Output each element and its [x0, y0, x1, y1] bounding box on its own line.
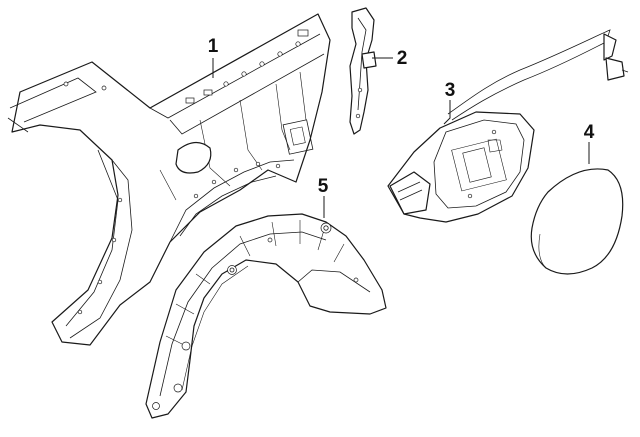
callout-5: 5 [318, 176, 329, 197]
callout-3: 3 [445, 80, 456, 101]
fuel-door-part [530, 168, 624, 275]
callout-2: 2 [397, 48, 408, 69]
callout-1: 1 [208, 36, 219, 57]
quarter-panel-part [7, 13, 331, 346]
fuel-filler-housing-part [387, 29, 629, 223]
callout-4: 4 [584, 122, 595, 143]
leader-line-3 [443, 100, 451, 125]
bracket-reinforcement-part [349, 7, 377, 135]
wheelhouse-liner-part [145, 213, 387, 419]
